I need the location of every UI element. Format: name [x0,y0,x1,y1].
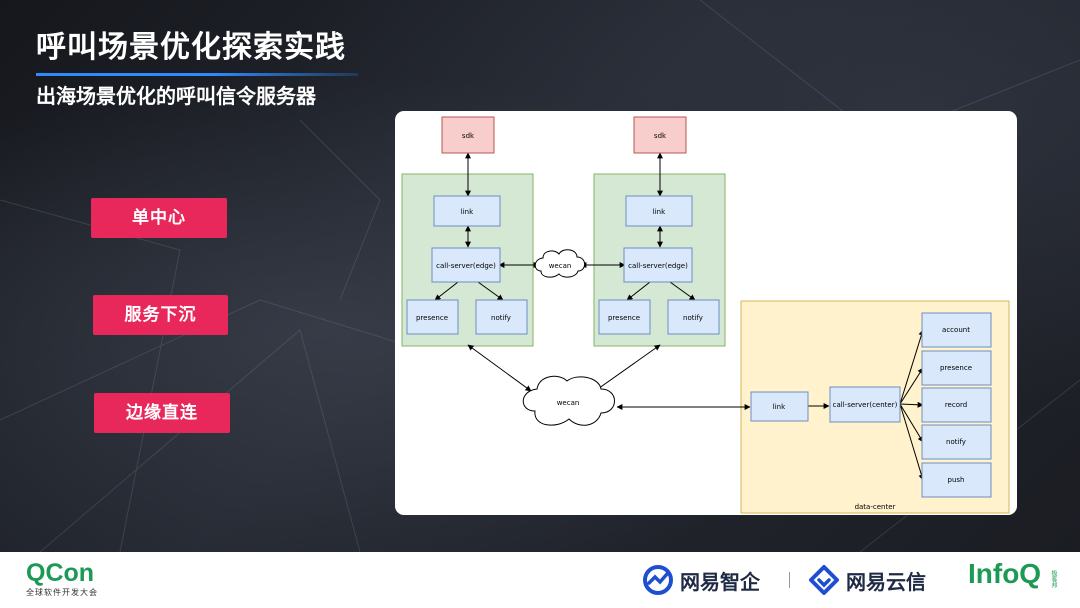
footer-divider [789,572,790,588]
account-node [921,312,992,348]
link-node-left [433,195,501,227]
architecture-diagram: sdk sdk link call-server(edge) presence … [395,111,1017,515]
tag-single-center: 单中心 [91,198,227,238]
edge-server-label-left: call-server(edge) [436,262,496,270]
cloud-icon [522,375,615,426]
push-node [921,462,992,498]
tag-edge-direct: 边缘直连 [94,393,230,433]
qcon-logo: QCon 全球软件开发大会 [26,559,98,598]
presence-node-right [598,299,651,335]
push-label: push [948,476,965,484]
slide-subtitle: 出海场景优化的呼叫信令服务器 [36,84,316,108]
center-server-label: call-server(center) [833,401,898,409]
notify-label-center: notify [946,438,966,446]
netease-zhiqi-icon [643,565,673,595]
netease-zhiqi-logo: 网易智企 [642,564,760,596]
presence-label-right: presence [608,314,640,322]
record-label: record [945,401,967,409]
sdk-label-right: sdk [654,132,667,140]
presence-label-left: presence [416,314,448,322]
sdk-node-left [441,116,495,154]
account-label: account [942,326,970,334]
presence-node-center [921,350,992,386]
notify-label-right: notify [683,314,703,322]
diagram-svg: sdk sdk link call-server(edge) presence … [401,116,1010,514]
dc-link-label: link [773,403,786,411]
qcon-logo-text: QCon [26,559,95,587]
tag-service-sinking: 服务下沉 [93,295,228,335]
edge-server-right [623,247,693,283]
presence-label-center: presence [940,364,972,372]
notify-label-left: notify [491,314,511,322]
cloud-icon [534,249,586,278]
netease-yunxin-text: 网易云信 [846,569,926,594]
wecan-label-small: wecan [549,262,572,270]
sdk-node-right [633,116,687,154]
footer-bar: QCon 全球软件开发大会 网易智企 网易云信 InfoQ 极客邦 [0,552,1080,608]
netease-zhiqi-text: 网易智企 [680,569,760,594]
wecan-label-large: wecan [557,399,580,407]
link-node-right [625,195,693,227]
center-server-node [829,386,901,423]
infoq-logo: InfoQ [968,558,1042,589]
title-underline [36,73,358,76]
netease-yunxin-icon [809,565,839,595]
qcon-subtitle: 全球软件开发大会 [26,588,98,597]
infoq-cn-mark: 极客邦 [1050,570,1057,588]
sdk-label-left: sdk [462,132,475,140]
data-center-label: data-center [855,503,896,511]
dc-link-node [750,391,809,422]
link-label-right: link [653,208,666,216]
notify-node-right [667,299,720,335]
notify-node-left [475,299,528,335]
link-label-left: link [461,208,474,216]
netease-yunxin-logo: 网易云信 [808,564,926,596]
notify-node-center [921,424,992,460]
edge-server-label-right: call-server(edge) [628,262,688,270]
edge-server-left [431,247,501,283]
presence-node-left [406,299,459,335]
record-node [921,387,992,423]
slide-title: 呼叫场景优化探索实践 [36,30,346,65]
